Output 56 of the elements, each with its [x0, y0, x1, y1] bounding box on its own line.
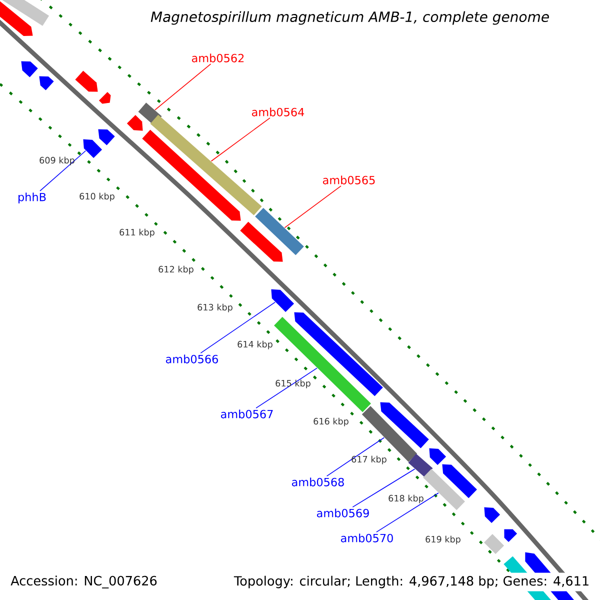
tick-label: 611 kbp: [120, 228, 154, 238]
title: Magnetospirillum magneticum AMB-1, complete genome: [150, 11, 549, 25]
leader-line: [154, 64, 212, 110]
gene-block: [380, 402, 429, 448]
gene-block: [21, 61, 38, 78]
leader-line: [40, 150, 86, 192]
gene-label: amb0567: [220, 410, 273, 418]
tick-label: 609 kbp: [40, 156, 74, 166]
leader-line: [256, 368, 318, 408]
gene-block: [75, 70, 98, 92]
gene-block: [240, 222, 283, 262]
gene-block: [408, 454, 433, 478]
tick-label: 614 kbp: [238, 340, 272, 350]
leader-line: [210, 118, 270, 162]
gene-label: amb0564: [252, 108, 304, 116]
tick-label: 616 kbp: [314, 418, 348, 426]
gene-label: amb0568: [292, 478, 344, 486]
gene-block: [0, 0, 50, 26]
gene-block: [423, 468, 465, 510]
gene-block: [484, 507, 500, 524]
gene-label: amb0569: [316, 508, 369, 518]
leader-line: [284, 186, 342, 228]
leader-line: [376, 492, 439, 532]
gene-block: [142, 130, 241, 221]
topology-text: Topology: circular; Length: 4,967,148 bp; Genes: 4,611: [230, 572, 593, 592]
gene-block: [150, 114, 262, 216]
tick-label: 619 kbp: [426, 536, 460, 544]
gene-label: amb0562: [192, 54, 244, 62]
tick-label: 612 kbp: [158, 266, 194, 274]
accession-text: Accession: NC_007626: [10, 576, 157, 588]
leader-line: [326, 437, 384, 476]
tick-label: 617 kbp: [352, 456, 386, 464]
tick-label: 618 kbp: [388, 494, 424, 504]
gene-block: [83, 139, 102, 158]
tick-label: 615 kbp: [276, 380, 310, 388]
leader-line: [352, 468, 416, 508]
gene-label: amb0570: [340, 534, 393, 542]
gene-block: [442, 464, 477, 498]
gene-block: [39, 76, 54, 90]
gene-block: [271, 289, 294, 312]
gene-block: [98, 92, 111, 104]
gene-label: amb0565: [322, 176, 375, 184]
gene-label: phhB: [18, 192, 46, 204]
tick-label: 610 kbp: [80, 192, 114, 202]
tick-label: 613 kbp: [198, 304, 232, 312]
leader-line: [200, 302, 276, 354]
gene-block: [294, 312, 383, 396]
gene-block: [504, 529, 518, 542]
gene-block: [274, 316, 371, 412]
gene-block: [126, 114, 143, 131]
gene-block: [484, 534, 504, 554]
gene-block: [255, 208, 304, 256]
gene-label: amb0566: [166, 354, 218, 364]
gene-block: [98, 129, 115, 146]
gene-block: [0, 0, 33, 36]
gene-block: [429, 448, 446, 466]
